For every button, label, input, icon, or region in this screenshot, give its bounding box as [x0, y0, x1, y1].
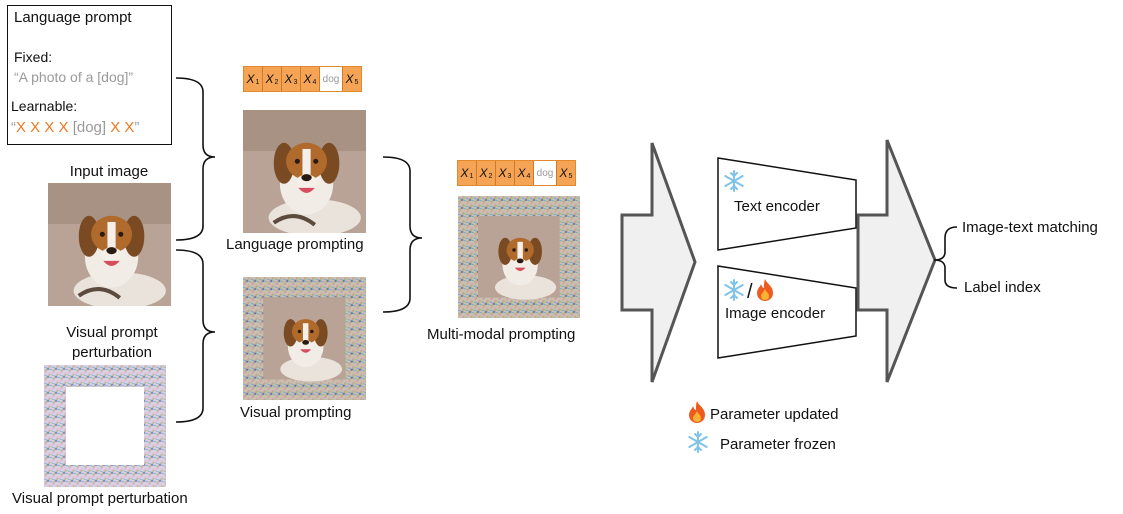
- output-image-text-matching: Image-text matching: [962, 219, 1098, 236]
- multimodal-prompting-label: Multi-modal prompting: [427, 326, 576, 343]
- legend-frozen-label: Parameter frozen: [720, 436, 836, 453]
- snowflake-icon: [686, 430, 710, 459]
- language-prompting-image: [243, 110, 366, 233]
- perturbation-image: [44, 365, 166, 487]
- token-dog: dog: [320, 67, 343, 91]
- language-prompt-title: Language prompt: [14, 9, 132, 26]
- brace-multimodal: [382, 156, 423, 313]
- brace-visual: [175, 249, 216, 423]
- learnable-prompt-text: “X X X X [dog] X X”: [11, 119, 140, 136]
- fixed-label: Fixed:: [14, 49, 53, 65]
- legend-updated: Parameter updated: [686, 400, 838, 429]
- image-encoder-shape: [717, 265, 857, 359]
- text-encoder-label: Text encoder: [734, 198, 820, 215]
- vpp-label-line2: perturbation: [71, 344, 153, 361]
- vpp-bottom-label: Visual prompt perturbation: [12, 490, 188, 507]
- image-encoder-label: Image encoder: [725, 305, 826, 322]
- input-image-label: Input image: [69, 163, 149, 180]
- visual-prompting-label: Visual prompting: [240, 404, 352, 421]
- legend-updated-label: Parameter updated: [710, 406, 839, 423]
- snowflake-icon: [722, 278, 746, 307]
- icon-separator: /: [747, 281, 753, 303]
- snowflake-icon: [722, 169, 746, 198]
- visual-prompting-image: [243, 277, 366, 400]
- vpp-label: Visual prompt perturbation: [32, 323, 192, 363]
- fixed-prompt-text: “A photo of a [dog]”: [14, 69, 134, 85]
- fire-icon: [754, 278, 776, 307]
- multimodal-prompting-image: [458, 196, 580, 318]
- brace-language: [175, 77, 216, 241]
- token-dog: dog: [534, 161, 557, 185]
- learnable-label: Learnable:: [11, 98, 78, 114]
- output-label-index: Label index: [964, 279, 1041, 296]
- language-prompting-label: Language prompting: [226, 236, 364, 253]
- vpp-label-line1: Visual prompt: [66, 324, 158, 341]
- fire-icon: [686, 400, 708, 429]
- big-arrow-1: [620, 142, 697, 383]
- big-arrow-2: [856, 139, 937, 383]
- legend-frozen: Parameter frozen: [686, 430, 836, 459]
- image-encoder-icons: /: [722, 278, 776, 307]
- text-encoder-shape: [717, 157, 857, 251]
- language-prompt-box: Language prompt Fixed: “A photo of a [do…: [7, 5, 172, 145]
- brace-output: [933, 226, 958, 289]
- input-image: [48, 183, 171, 306]
